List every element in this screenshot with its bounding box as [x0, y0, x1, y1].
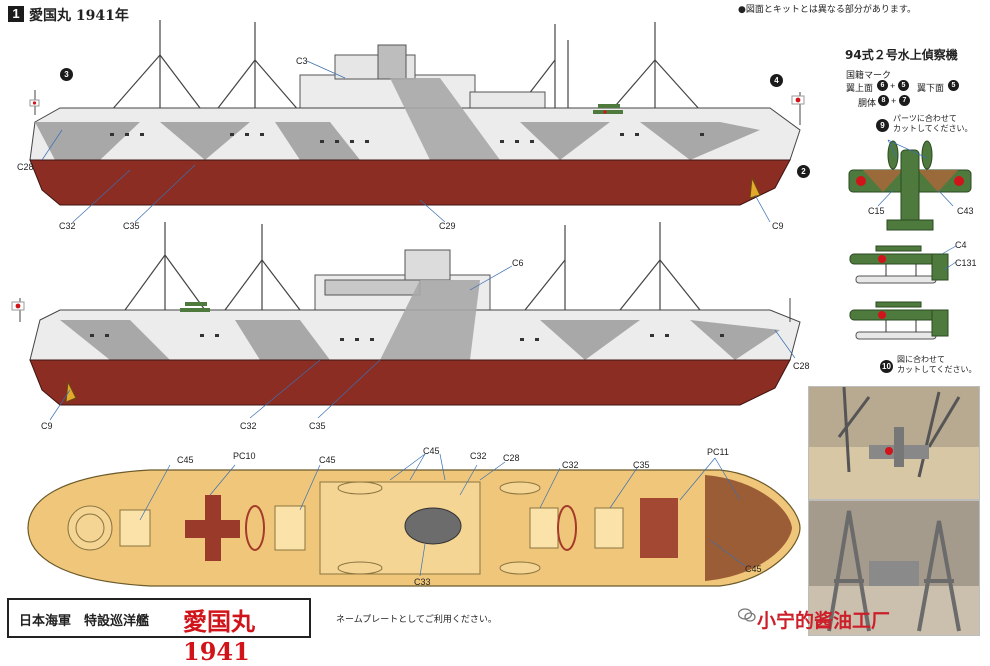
part-label-c28-b: C28: [793, 361, 810, 371]
plus-sign: +: [890, 81, 896, 91]
decal-7-icon: 7: [899, 95, 910, 106]
part-label-c32-deck-b: C32: [562, 460, 579, 470]
part-label-c131: C131: [955, 258, 977, 268]
wechat-icon: [738, 608, 756, 622]
kit-photo-1: [808, 386, 980, 500]
step-number-badge: 1: [8, 6, 24, 22]
fuselage-label: 胴体: [858, 98, 877, 108]
difference-note: ●図面とキットとは異なる部分があります。: [738, 5, 916, 15]
cut-note-top: パーツに合わせて カットしてください。: [893, 114, 973, 133]
part-label-c32-deck: C32: [470, 451, 487, 461]
ship-side-view-bottom: [11, 222, 801, 421]
part-label-c35: C35: [123, 221, 140, 231]
nameplate-usage-note: ネームプレートとしてご利用ください。: [336, 615, 497, 625]
part-label-c32-b: C32: [240, 421, 257, 431]
aircraft-side-view-1: [849, 245, 957, 284]
part-label-c45-c: C45: [423, 446, 440, 456]
nameplate-ship-name: 愛国丸1941: [183, 607, 255, 666]
nameplate-line1: 日本海軍 特設巡洋艦: [19, 614, 150, 629]
aircraft-top-view: [848, 139, 972, 231]
decal-6-icon: 6: [877, 80, 888, 91]
part-label-pc11: PC11: [707, 447, 729, 457]
cut-note-bottom: 図に合わせて カットしてください。: [897, 355, 977, 374]
upper-wing-label: 翼上面: [846, 83, 874, 93]
deck-plan-view: [27, 453, 801, 587]
part-label-c29: C29: [439, 221, 456, 231]
part-label-pc10: PC10: [233, 451, 256, 461]
marking-heading: 国籍マーク: [846, 70, 892, 80]
part-label-c4: C4: [955, 240, 967, 250]
callout-2: 2: [797, 165, 810, 178]
part-label-c45-a: C45: [177, 455, 194, 465]
part-label-c28-deck: C28: [503, 453, 520, 463]
decal-5b-icon: 5: [948, 80, 959, 91]
part-label-c33: C33: [414, 577, 431, 587]
ship-side-view-top: [29, 20, 805, 223]
lower-wing-label: 翼下面: [917, 83, 945, 93]
part-label-c45-b: C45: [319, 455, 336, 465]
callout-9: 9: [876, 119, 889, 132]
part-label-c43: C43: [957, 206, 974, 216]
part-label-c35-b: C35: [309, 421, 326, 431]
part-label-c45-d: C45: [745, 564, 762, 574]
callout-4: 4: [770, 74, 783, 87]
callout-10: 10: [880, 360, 893, 373]
page-title: 愛国丸 1941年: [29, 8, 129, 24]
plus-sign-2: +: [891, 96, 897, 106]
callout-3: 3: [60, 68, 73, 81]
kit-photo-2: [808, 500, 980, 636]
part-label-c28: C28: [17, 162, 34, 172]
part-label-c15: C15: [868, 206, 885, 216]
aircraft-title: 94式２号水上偵察機: [845, 48, 958, 62]
nameplate: 日本海軍 特設巡洋艦 愛国丸1941: [7, 598, 311, 666]
decal-5-icon: 5: [898, 80, 909, 91]
watermark-text: 小宁的酱油工厂: [757, 610, 891, 632]
part-label-c9: C9: [772, 221, 784, 231]
decal-8-icon: 8: [878, 95, 889, 106]
part-label-c6: C6: [512, 258, 524, 268]
part-label-c32: C32: [59, 221, 76, 231]
part-label-c35-deck: C35: [633, 460, 650, 470]
aircraft-side-view-2: [849, 301, 949, 340]
part-label-c3: C3: [296, 56, 308, 66]
part-label-c9-b: C9: [41, 421, 53, 431]
